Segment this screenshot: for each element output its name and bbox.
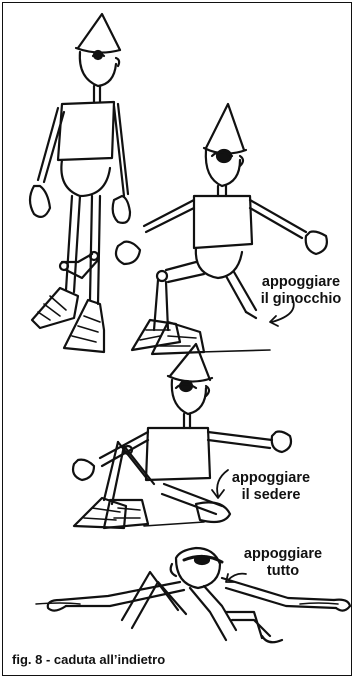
figure-kneeling [116, 104, 327, 354]
annotation-seat-line2: il sedere [222, 487, 320, 504]
figure-caption: fig. 8 - caduta all’indietro [12, 652, 165, 667]
figure-standing [30, 14, 130, 352]
annotation-knee: appoggiare il ginocchio [252, 274, 350, 308]
annotation-seat: appoggiare il sedere [222, 470, 320, 504]
annotation-all: appoggiare tutto [234, 546, 332, 580]
annotation-knee-line2: il ginocchio [252, 291, 350, 308]
annotation-all-line2: tutto [234, 563, 332, 580]
annotation-all-line1: appoggiare [234, 546, 332, 563]
annotation-knee-line1: appoggiare [252, 274, 350, 291]
annotation-seat-line1: appoggiare [222, 470, 320, 487]
